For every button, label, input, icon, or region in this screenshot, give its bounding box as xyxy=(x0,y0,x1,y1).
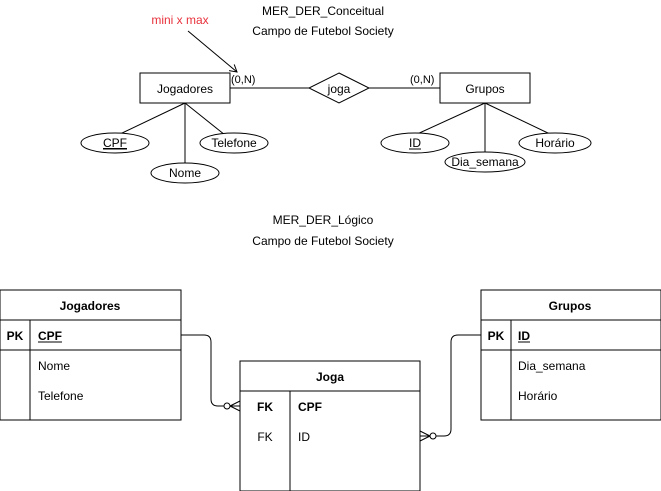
attribute-id[interactable]: ID xyxy=(380,132,450,154)
attribute-dia-semana[interactable]: Dia_semana xyxy=(444,151,526,173)
table-joga[interactable]: Joga FK CPF FK ID xyxy=(239,360,421,491)
relationship-joga-label: joga xyxy=(327,82,351,96)
attr-line-telefone xyxy=(184,102,226,136)
attribute-nome-label: Nome xyxy=(169,166,201,180)
table-grupos-field-horario: Horário xyxy=(518,389,558,403)
attr-line-id xyxy=(414,102,486,136)
logical-subtitle: Campo de Futebol Society xyxy=(252,234,393,248)
table-jogadores-pk-field: CPF xyxy=(38,329,62,343)
table-jogadores-header: Jogadores xyxy=(60,299,121,313)
attribute-cpf-label: CPF xyxy=(103,136,127,150)
connector-grupos-joga xyxy=(419,334,481,442)
table-grupos-pk-field: ID xyxy=(518,329,530,343)
table-jogadores-field-telefone: Telefone xyxy=(38,389,84,403)
table-jogadores-pk-label: PK xyxy=(7,329,24,343)
table-grupos-header: Grupos xyxy=(549,299,592,313)
relationship-joga[interactable]: joga xyxy=(307,72,371,104)
connector-jogadores-joga xyxy=(181,334,241,412)
attribute-horario-label: Horário xyxy=(535,136,575,150)
note-arrow xyxy=(187,30,238,73)
table-jogadores-field-nome: Nome xyxy=(38,359,70,373)
attribute-nome[interactable]: Nome xyxy=(150,162,220,184)
conceptual-title: MER_DER_Conceitual xyxy=(262,4,384,18)
table-jogadores[interactable]: Jogadores PK CPF Nome Telefone xyxy=(0,289,182,421)
logical-title: MER_DER_Lógico xyxy=(273,213,374,227)
table-grupos-field-dia-semana: Dia_semana xyxy=(518,359,586,373)
attribute-id-label: ID xyxy=(409,136,421,150)
entity-jogadores[interactable]: Jogadores xyxy=(139,72,231,104)
entity-jogadores-label: Jogadores xyxy=(157,82,213,96)
table-grupos-pk-label: PK xyxy=(488,329,505,343)
attribute-telefone-label: Telefone xyxy=(211,136,257,150)
table-joga-fk1-label: FK xyxy=(257,400,273,414)
attribute-cpf[interactable]: CPF xyxy=(80,132,150,154)
min-max-note: mini x max xyxy=(151,13,208,27)
table-joga-header: Joga xyxy=(316,370,344,384)
attr-line-horario xyxy=(484,102,551,135)
attribute-dia-semana-label: Dia_semana xyxy=(451,155,519,169)
cardinality-left: (0,N) xyxy=(231,74,255,86)
conceptual-subtitle: Campo de Futebol Society xyxy=(252,24,393,38)
table-joga-fk2-label: FK xyxy=(257,430,272,444)
cardinality-right: (0,N) xyxy=(410,74,434,86)
table-joga-fk2-field: ID xyxy=(298,430,310,444)
attribute-telefone[interactable]: Telefone xyxy=(199,132,269,154)
attribute-horario[interactable]: Horário xyxy=(518,132,592,154)
attr-line-cpf xyxy=(117,102,186,136)
entity-grupos-label: Grupos xyxy=(465,82,504,96)
entity-grupos[interactable]: Grupos xyxy=(439,72,531,104)
table-grupos[interactable]: Grupos PK ID Dia_semana Horário xyxy=(480,289,661,421)
table-joga-fk1-field: CPF xyxy=(298,400,322,414)
